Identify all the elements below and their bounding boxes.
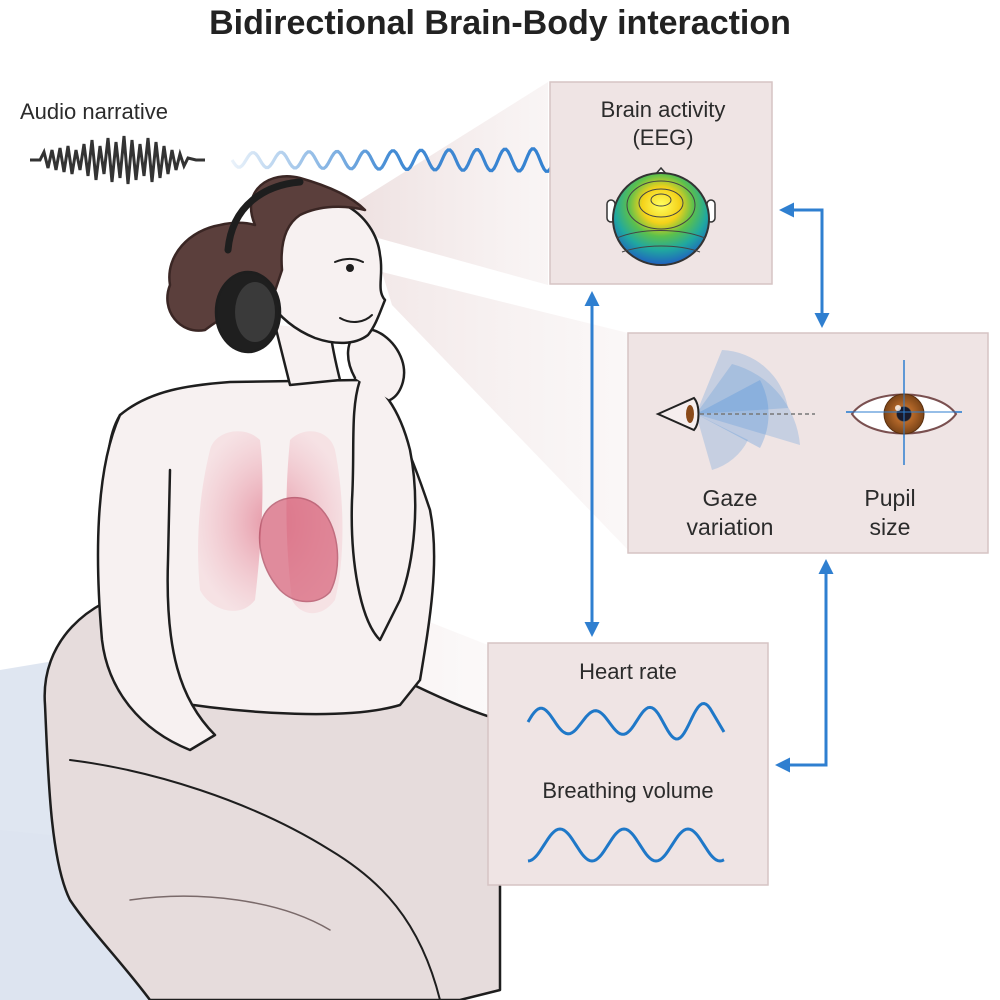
arm-right [350, 378, 417, 642]
arm-left [96, 413, 217, 752]
pupil-line1: Pupil [864, 485, 916, 511]
person-figure [43, 175, 502, 1000]
gaze-line2: variation [686, 513, 774, 540]
brain-activity-line2: (EEG) [632, 124, 694, 150]
bidirectional-arrows [584, 202, 834, 773]
panel-eyes [627, 332, 989, 554]
audio-narrative-label: Audio narrative [20, 99, 168, 124]
organs [198, 431, 343, 614]
breathing-volume-label: Breathing volume [542, 778, 714, 803]
sound-wave-icon [30, 135, 205, 185]
gaze-fan [696, 350, 815, 470]
heart-rate-label: Heart rate [579, 659, 677, 684]
headphones-icon [214, 178, 304, 354]
pupil-size-label: Pupil size [830, 484, 950, 542]
panel-body [487, 642, 769, 886]
arrow-brain-eyes [779, 202, 830, 328]
eye-side-icon [655, 396, 700, 432]
eye-front-icon [846, 360, 962, 465]
heart-icon [258, 496, 339, 603]
breathing-signal [527, 827, 725, 863]
heart-rate-signal [526, 701, 726, 741]
panel-brain [549, 81, 773, 285]
brain-activity-line1: Brain activity [600, 97, 726, 122]
gaze-variation-label: Gaze variation [655, 484, 805, 542]
audio-signal-wave [230, 146, 590, 213]
arrow-eyes-body [775, 559, 834, 773]
page-title: Bidirectional Brain-Body interaction [209, 4, 791, 42]
hair [166, 175, 367, 332]
eeg-head-map-icon [606, 166, 716, 266]
pupil-line2: size [869, 513, 911, 540]
brain-activity-label: Brain activity (EEG) [552, 96, 774, 151]
gaze-line1: Gaze [702, 485, 758, 511]
